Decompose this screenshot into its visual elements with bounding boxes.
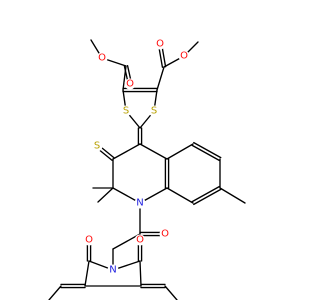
bond-cIR-nAR [139,260,142,287]
atom-o-amide-backdrop [159,228,171,240]
atom-n-imide-backdrop [107,264,119,276]
atom-o-ester-right-carbonyl: O [156,39,164,50]
atom-s-thione-backdrop [91,140,103,152]
bond-nBR-nCR [164,285,178,300]
atom-o-imide-right-backdrop [134,234,146,246]
atom-n-imide: N [109,265,116,276]
bond-lines [48,39,246,300]
atom-s-dithiole-left-backdrop [120,105,132,117]
atom-s-dithiole-right: S [151,106,157,117]
bond-c4a-c5q [166,143,194,160]
bond-c4q-c3q [112,143,141,160]
atom-s-thione: S [94,141,100,152]
atom-o-ester-left-methoxy-backdrop [124,78,136,90]
atom-o-ester-right-methoxy: O [180,51,188,62]
atom-o-ester-left-carbonyl: O [98,53,106,64]
bond-c7q-c8q-double-1 [191,185,220,203]
bond-nBL-nCL [48,285,62,300]
bond-c5-cE2 [156,66,165,91]
atom-s-dithiole-right-backdrop [148,105,160,117]
bond-c2q-me2b [97,187,114,203]
atom-o-imide-left-backdrop [83,234,95,246]
bond-cAm-ch2 [112,233,141,250]
atom-o-ester-left-carbonyl-backdrop [96,52,108,64]
bond-c4a-c4q [139,143,168,160]
bond-c7q-me7 [219,187,246,204]
molecule-structure: O O O O S S S N O N O O [48,38,246,300]
atom-o-ester-left-methoxy: O [126,79,134,90]
bond-c8q-c8a [166,187,194,204]
atom-s-dithiole-left: S [123,106,129,117]
bond-cE1-c4 [122,65,127,91]
bond-cIL-nAL [84,260,90,287]
atom-o-imide-right: O [136,235,144,246]
atom-o-ester-right-carbonyl-backdrop [154,38,166,50]
bond-c5q-c6q-double-0 [193,141,222,159]
atom-n-quinoline: N [136,198,143,209]
atom-o-ester-right-methoxy-backdrop [178,50,190,62]
atom-labels: O O O O S S S N O N O O [83,38,190,276]
atom-o-imide-left: O [85,235,93,246]
atom-n-quinoline-backdrop [134,197,146,209]
bond-c7q-c8q-double-0 [193,188,222,206]
bond-c5q-c6q-double-1 [191,144,220,162]
atom-o-amide: O [161,229,169,240]
